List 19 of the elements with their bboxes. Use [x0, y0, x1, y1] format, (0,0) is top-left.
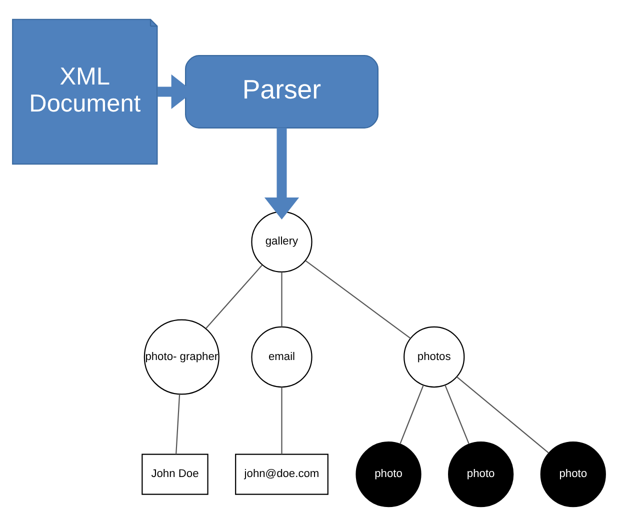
node-circle: photo [540, 441, 606, 507]
node-circle: gallery [251, 210, 312, 272]
connector [281, 386, 282, 454]
node-box: john@doe.com [235, 453, 328, 494]
node-circle: photo- grapher [144, 318, 220, 394]
node-box: Parser [185, 54, 378, 128]
connector [206, 264, 262, 328]
arrow [264, 127, 300, 220]
connector [400, 384, 424, 444]
connector [305, 260, 411, 338]
connector [456, 376, 549, 453]
node-circle: photos [404, 326, 465, 388]
node-circle: email [251, 326, 312, 388]
node-box: John Doe [142, 453, 208, 494]
connector [281, 272, 282, 326]
connector [176, 394, 180, 454]
connector [444, 384, 470, 444]
node-circle: photo [448, 441, 514, 507]
node-circle: photo [356, 441, 422, 507]
